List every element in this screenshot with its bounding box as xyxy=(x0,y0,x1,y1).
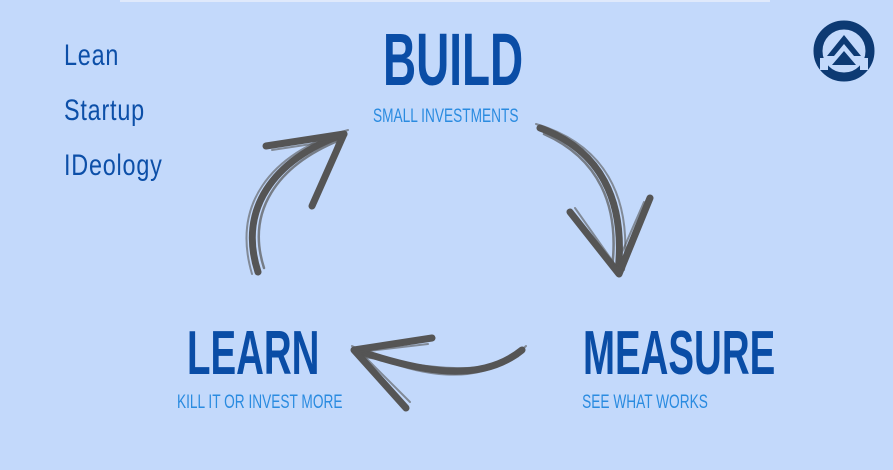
node-build-title: BUILD xyxy=(383,18,524,101)
title-line-ideology: IDeology xyxy=(64,149,163,182)
node-learn-subtitle: KILL IT OR INVEST MORE xyxy=(177,392,343,413)
arrow-build-to-measure-icon xyxy=(535,123,654,278)
node-learn-title: LEARN xyxy=(187,319,320,388)
node-measure-subtitle: SEE WHAT WORKS xyxy=(582,392,708,413)
node-measure-title: MEASURE xyxy=(583,319,776,388)
title-line-startup: Startup xyxy=(64,94,145,127)
arrow-learn-to-build-icon xyxy=(245,129,349,276)
node-build: BUILD SMALL INVESTMENTS xyxy=(345,18,545,128)
node-measure: MEASURE SEE WHAT WORKS xyxy=(545,318,776,414)
side-title: Lean Startup IDeology xyxy=(64,28,190,193)
node-build-subtitle: SMALL INVESTMENTS xyxy=(373,106,519,127)
title-line-lean: Lean xyxy=(64,39,120,72)
node-learn: LEARN KILL IT OR INVEST MORE xyxy=(149,318,349,414)
top-divider xyxy=(120,0,770,2)
logo-icon xyxy=(813,20,875,82)
arrow-measure-to-learn-icon xyxy=(350,334,527,412)
